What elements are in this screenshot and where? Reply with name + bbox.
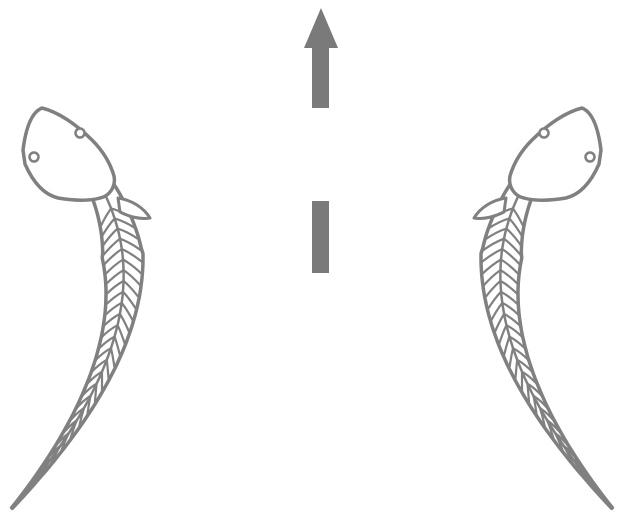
right-fish-icon bbox=[474, 108, 612, 508]
fish-body-outline-icon bbox=[481, 179, 612, 508]
fish-eye-icon bbox=[540, 129, 549, 138]
arrow-shaft-icon bbox=[312, 46, 329, 108]
arrow-head-icon bbox=[304, 8, 338, 48]
center-marks bbox=[304, 8, 338, 273]
fish-body-outline-icon bbox=[12, 179, 143, 508]
fish-eye-icon bbox=[76, 129, 85, 138]
fish-eye-icon bbox=[30, 153, 39, 162]
left-fish-icon bbox=[12, 108, 150, 508]
bar-marker-icon bbox=[312, 201, 329, 273]
fish-eye-icon bbox=[586, 153, 595, 162]
